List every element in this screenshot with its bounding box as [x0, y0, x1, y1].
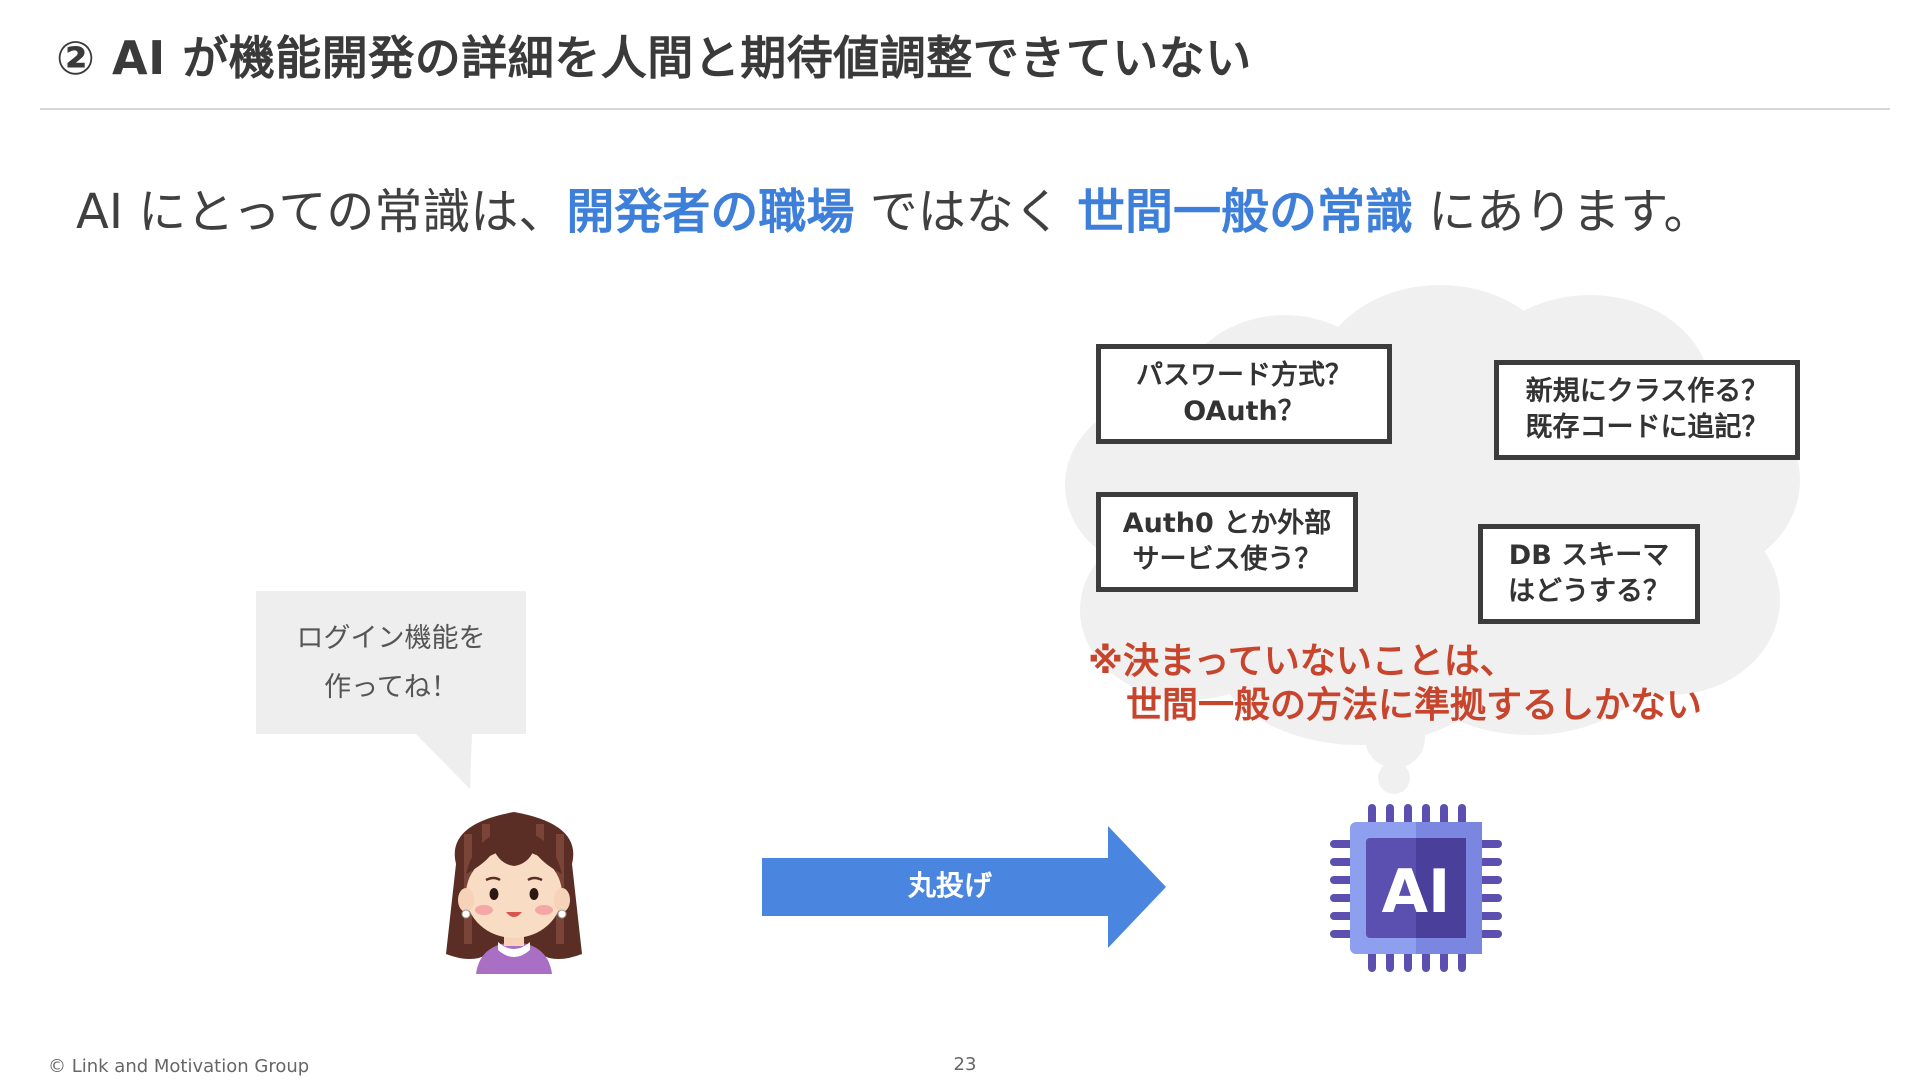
- question-box-external-service: Auth0 とか外部 サービス使う？: [1096, 492, 1358, 592]
- question-line: はどうする？: [1508, 576, 1670, 607]
- question-line: 既存コードに追記？: [1525, 412, 1769, 443]
- slide-title: ② AI が機能開発の詳細を人間と期待値調整できていない: [56, 31, 1252, 85]
- question-line: DB スキーマ: [1508, 540, 1670, 571]
- question-box-class-structure: 新規にクラス作る？ 既存コードに追記？: [1494, 360, 1800, 460]
- speech-bubble-tail: [415, 733, 472, 789]
- speech-line-2: 作ってね！: [324, 671, 458, 703]
- lead-highlight-common-sense: 世間一般の常識: [1076, 184, 1413, 240]
- lead-suffix: にあります。: [1412, 184, 1712, 240]
- title-divider: [40, 108, 1890, 110]
- note-line-2: 世間一般の方法に準拠するしかない: [1126, 685, 1703, 726]
- ai-chip-label: AI: [1382, 857, 1451, 927]
- question-line: Auth0 とか外部: [1122, 508, 1332, 539]
- lead-middle: ではなく: [854, 184, 1077, 240]
- page-number: 23: [953, 1054, 977, 1075]
- lead-sentence: AI にとっての常識は、開発者の職場 ではなく 世間一般の常識 にあります。: [76, 172, 1711, 242]
- woman-avatar-icon: [446, 812, 582, 974]
- question-line: OAuth？: [1183, 396, 1305, 427]
- arrow-label: 丸投げ: [907, 869, 992, 902]
- ai-chip-icon: AI: [1330, 804, 1502, 972]
- question-line: パスワード方式？: [1136, 360, 1352, 391]
- note-text: ※決まっていないことは、 世間一般の方法に準拠するしかない: [1088, 640, 1702, 728]
- delegate-arrow: [762, 826, 1166, 948]
- footer-copyright: © Link and Motivation Group: [48, 1056, 310, 1077]
- question-line: 新規にクラス作る？: [1525, 376, 1769, 407]
- question-box-password-oauth: パスワード方式？ OAuth？: [1096, 344, 1392, 444]
- note-line-1: ※決まっていないことは、: [1088, 641, 1516, 682]
- speech-line-1: ログイン機能を: [296, 622, 486, 654]
- question-box-db-schema: DB スキーマ はどうする？: [1478, 524, 1700, 624]
- lead-highlight-workplace: 開発者の職場: [566, 184, 855, 240]
- lead-prefix: AI にとっての常識は、: [76, 184, 567, 240]
- speech-bubble: ログイン機能を 作ってね！: [256, 591, 526, 734]
- question-line: サービス使う？: [1132, 544, 1322, 575]
